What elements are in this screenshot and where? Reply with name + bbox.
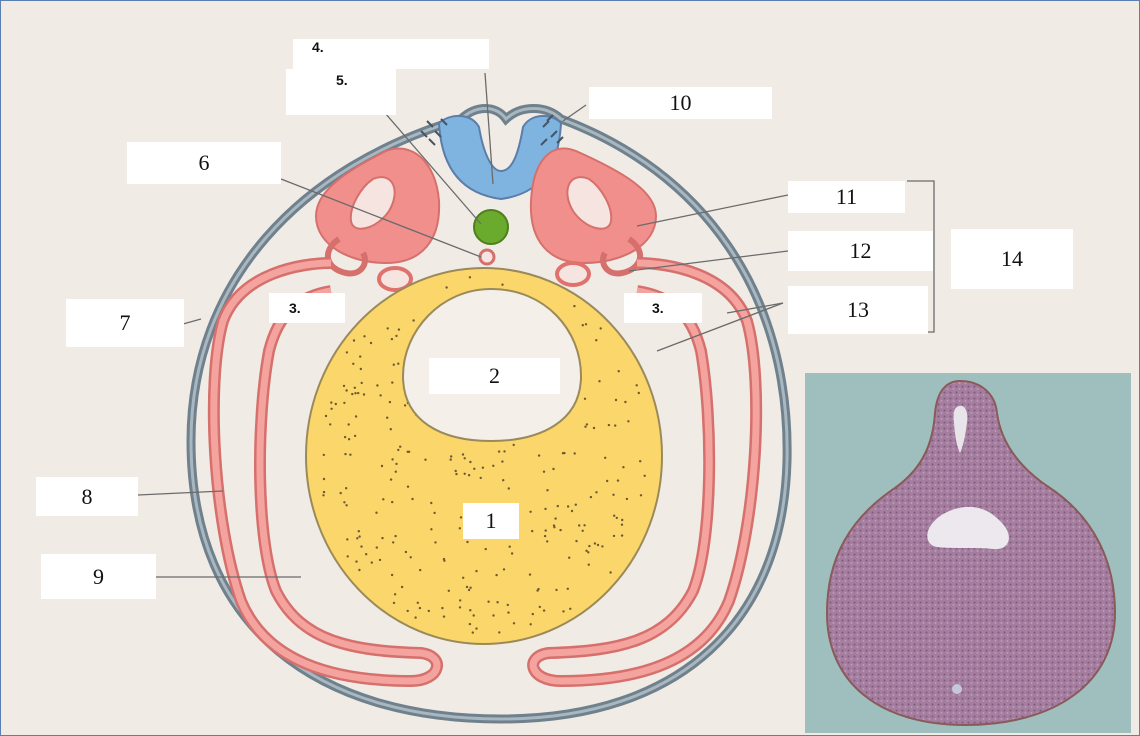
label-box-6: 6 [127,142,281,184]
label-8: 8 [82,484,93,510]
label-box-13: 13 [788,286,928,334]
label-7: 7 [120,310,131,336]
dorsal-aorta [480,250,494,264]
label-box-9: 9 [41,554,156,599]
label-3-right: 3. [652,300,664,316]
histology-section [805,373,1131,733]
label-box-8: 8 [36,477,138,516]
label-10: 10 [670,90,692,116]
label-4: 4. [312,39,324,55]
label-2: 2 [489,363,500,389]
label-box-3-left: 3. [269,293,345,323]
label-12: 12 [850,238,872,264]
label-box-10: 10 [589,87,772,119]
duct-right [557,263,589,285]
label-box-3-right: 3. [624,293,702,323]
label-1: 1 [486,508,497,534]
label-11: 11 [836,184,857,210]
label-13: 13 [847,297,869,323]
label-box-7: 7 [66,299,184,347]
label-box-11: 11 [788,181,905,213]
label-box-1: 1 [463,503,519,539]
label-box-12: 12 [788,231,933,271]
label-box-14: 14 [951,229,1073,289]
label-6: 6 [199,150,210,176]
histology-micrograph [805,373,1131,733]
label-14: 14 [1001,246,1023,272]
label-9: 9 [93,564,104,590]
label-5: 5. [336,72,348,88]
label-3-left: 3. [289,300,301,316]
notochord [474,210,508,244]
label-box-2: 2 [429,358,560,394]
